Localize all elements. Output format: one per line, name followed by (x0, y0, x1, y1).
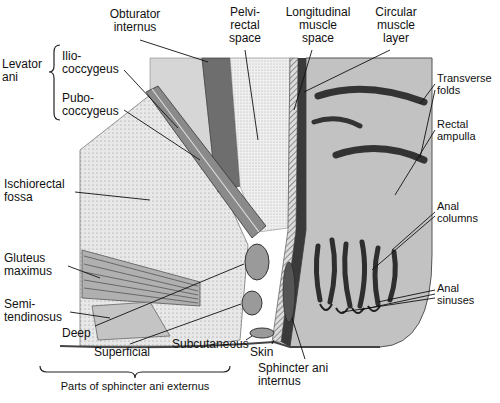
anatomy-label: Deep (62, 327, 102, 340)
illustration-part (330, 240, 335, 302)
illustration-part (245, 50, 258, 140)
illustration-part (84, 280, 198, 299)
illustration-part (124, 70, 178, 128)
anatomy-label: Semi- tendinosus (4, 298, 70, 324)
illustration-part (390, 252, 395, 300)
illustration-part (95, 264, 244, 326)
illustration-part (294, 50, 312, 110)
internal-sphincter (283, 262, 295, 322)
illustration-part (392, 212, 435, 250)
anatomy-label: Sphincter ani internus (258, 362, 330, 388)
levator-divider (152, 89, 259, 232)
illustration-part (124, 110, 200, 160)
semitendinosus (92, 302, 170, 340)
illustration-part (140, 40, 208, 62)
illustration-part (68, 266, 100, 278)
anatomy-label: Anal columns (437, 200, 497, 224)
anatomy-label: Parts of sphincter ani externus (61, 380, 210, 392)
illustration-part (84, 272, 198, 295)
longitudinal-muscle (272, 58, 298, 342)
illustration-part (292, 318, 305, 359)
circular-muscle (281, 58, 306, 347)
illustration-part (75, 192, 150, 200)
levator-brace (49, 45, 60, 120)
anal-sinuses (320, 304, 380, 313)
anatomy-label: Skin (250, 346, 276, 359)
illustration-part (336, 149, 424, 160)
illustration-part (316, 246, 320, 300)
illustration-part (372, 216, 435, 270)
externus-brace (40, 366, 230, 378)
illustration-part (272, 340, 274, 344)
anatomy-label: Longitudinal muscle space (282, 6, 354, 46)
anatomy-label: Transverse folds (437, 72, 497, 96)
anatomy-label: Subcutaneous (172, 338, 252, 351)
illustration-part (318, 89, 424, 102)
anatomy-label: Superficial (94, 346, 164, 359)
illustration-part (360, 242, 365, 306)
illustration-part (70, 312, 110, 318)
illustration-part (336, 308, 348, 313)
anatomy-label: Rectal ampulla (437, 118, 497, 142)
anatomy-label: Ilio- coccygeus (62, 50, 124, 76)
illustration-part (84, 264, 198, 291)
illustration-part (375, 248, 378, 304)
anatomy-label: Gluteus maximus (4, 252, 68, 278)
anatomy-label: Circular muscle layer (368, 6, 424, 46)
illustration-part (320, 304, 332, 310)
deep-external-sphincter (245, 244, 269, 280)
subcutaneous-external-sphincter (250, 328, 274, 338)
illustration-part (345, 244, 350, 306)
gluteus-fibres (84, 256, 198, 303)
anatomy-label: Levator ani (2, 58, 50, 84)
illustration-part (420, 90, 435, 158)
anatomy-label: Anal sinuses (437, 282, 497, 306)
anatomy-label: Ischiorectal fossa (4, 178, 76, 204)
illustration-part (342, 298, 435, 312)
anatomy-label: Obturator internus (100, 8, 170, 34)
illustration-part (304, 50, 390, 92)
anatomy-label: Pubo- coccygeus (62, 92, 124, 118)
illustration-part (314, 119, 360, 126)
illustration-part (395, 130, 435, 195)
rectal-ampulla (290, 58, 432, 347)
levator-ani (146, 86, 266, 238)
transverse-folds (314, 89, 424, 160)
leader-lines (68, 40, 435, 359)
illustration-part (84, 256, 198, 286)
anatomy-label: Pelvi- rectal space (222, 6, 268, 46)
anal-columns (316, 240, 395, 306)
superficial-external-sphincter (242, 291, 262, 315)
